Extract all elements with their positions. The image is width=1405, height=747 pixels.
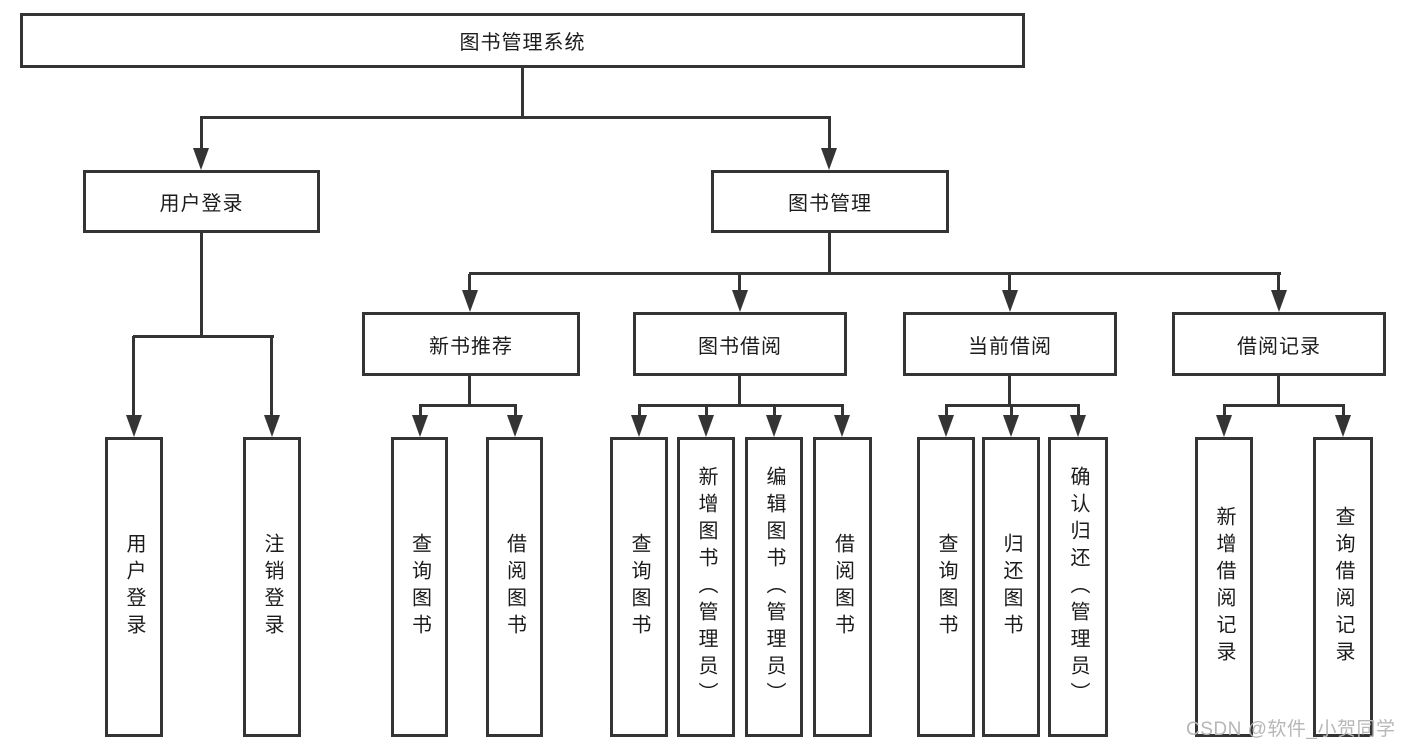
- arrowhead-leaf-logout: [264, 415, 280, 437]
- connector-user-login-rail: [133, 335, 274, 338]
- arrowhead-leaf: [698, 415, 714, 437]
- connector-drop-leaf: [514, 405, 517, 417]
- connector-level3-rail: [469, 272, 1281, 275]
- arrowhead-leaf: [507, 415, 523, 437]
- leaf-new-book-query: 查询图书: [391, 437, 448, 737]
- connector-drop-leaf-login: [132, 336, 135, 417]
- node-current-borrow: 当前借阅: [903, 312, 1117, 376]
- node-user-login: 用户登录: [83, 170, 320, 233]
- leaf-current-query: 查询图书: [917, 437, 975, 737]
- arrowhead-book-management: [821, 148, 837, 170]
- arrowhead-borrow-records: [1271, 290, 1287, 312]
- connector-new-book-rail: [419, 404, 517, 407]
- leaf-current-return: 归还图书: [982, 437, 1040, 737]
- leaf-logout: 注销登录: [243, 437, 301, 737]
- connector-borrow-records-rail: [1223, 404, 1345, 407]
- leaf-current-return-label: 归还图书: [1000, 533, 1022, 641]
- connector-current-borrow-stem: [1008, 376, 1011, 405]
- leaf-records-add: 新增借阅记录: [1195, 437, 1253, 737]
- connector-drop-book-borrow: [738, 274, 741, 292]
- connector-drop-leaf: [638, 405, 641, 417]
- leaf-current-confirm-admin: 确认归还（管理员）: [1048, 437, 1108, 737]
- node-borrow-records: 借阅记录: [1172, 312, 1386, 376]
- arrowhead-leaf: [412, 415, 428, 437]
- connector-root-trunk: [521, 68, 524, 118]
- leaf-borrow-edit-admin-label: 编辑图书（管理员）: [763, 465, 785, 709]
- connector-drop-leaf: [1342, 405, 1345, 417]
- node-book-borrow: 图书借阅: [633, 312, 847, 376]
- connector-drop-leaf-logout: [270, 336, 273, 417]
- leaf-current-query-label: 查询图书: [935, 533, 957, 641]
- leaf-records-add-label: 新增借阅记录: [1213, 506, 1235, 668]
- leaf-user-login: 用户登录: [105, 437, 163, 737]
- connector-drop-user-login: [200, 117, 203, 150]
- connector-drop-leaf: [841, 405, 844, 417]
- arrowhead-leaf: [766, 415, 782, 437]
- connector-book-management-stem: [828, 233, 831, 274]
- connector-borrow-records-stem: [1277, 376, 1280, 405]
- arrowhead-leaf-login: [126, 415, 142, 437]
- arrowhead-leaf: [631, 415, 647, 437]
- leaf-logout-label: 注销登录: [261, 533, 283, 641]
- watermark-text: CSDN @软件_小贺同学: [1186, 719, 1396, 740]
- connector-drop-book-management: [828, 117, 831, 150]
- connector-drop-borrow-records: [1277, 274, 1280, 292]
- node-book-management: 图书管理: [711, 170, 949, 233]
- connector-drop-leaf: [773, 405, 776, 417]
- arrowhead-new-book: [462, 290, 478, 312]
- leaf-current-confirm-admin-label: 确认归还（管理员）: [1067, 465, 1089, 709]
- connector-drop-leaf: [1010, 405, 1013, 417]
- node-new-book-recommend: 新书推荐: [362, 312, 580, 376]
- arrowhead-leaf: [1003, 415, 1019, 437]
- connector-drop-leaf: [1077, 405, 1080, 417]
- connector-book-borrow-stem: [738, 376, 741, 405]
- leaf-new-book-borrow: 借阅图书: [486, 437, 543, 737]
- arrowhead-user-login: [193, 148, 209, 170]
- connector-level2-rail: [200, 116, 831, 119]
- leaf-borrow-add-admin: 新增图书（管理员）: [677, 437, 735, 737]
- connector-new-book-stem: [468, 376, 471, 405]
- connector-drop-current-borrow: [1008, 274, 1011, 292]
- leaf-borrow-query: 查询图书: [610, 437, 668, 737]
- leaf-borrow-borrow: 借阅图书: [813, 437, 872, 737]
- arrowhead-leaf: [1335, 415, 1351, 437]
- connector-drop-leaf: [419, 405, 422, 417]
- leaf-borrow-borrow-label: 借阅图书: [831, 533, 854, 641]
- arrowhead-book-borrow: [732, 290, 748, 312]
- connector-drop-new-book: [468, 274, 471, 292]
- connector-user-login-stem: [200, 233, 203, 337]
- node-root: 图书管理系统: [20, 13, 1025, 68]
- connector-drop-leaf: [945, 405, 948, 417]
- leaf-borrow-add-admin-label: 新增图书（管理员）: [695, 465, 717, 709]
- leaf-new-book-query-label: 查询图书: [408, 533, 431, 641]
- connector-book-borrow-rail: [638, 404, 844, 407]
- arrowhead-leaf: [1070, 415, 1086, 437]
- leaf-user-login-label: 用户登录: [123, 533, 145, 641]
- leaf-records-query: 查询借阅记录: [1313, 437, 1373, 737]
- arrowhead-current-borrow: [1002, 290, 1018, 312]
- arrowhead-leaf: [1216, 415, 1232, 437]
- arrowhead-leaf: [834, 415, 850, 437]
- connector-drop-leaf: [1223, 405, 1226, 417]
- connector-drop-leaf: [705, 405, 708, 417]
- leaf-borrow-query-label: 查询图书: [628, 533, 650, 641]
- arrowhead-leaf: [938, 415, 954, 437]
- leaf-records-query-label: 查询借阅记录: [1332, 506, 1354, 668]
- leaf-borrow-edit-admin: 编辑图书（管理员）: [745, 437, 803, 737]
- leaf-new-book-borrow-label: 借阅图书: [503, 533, 526, 641]
